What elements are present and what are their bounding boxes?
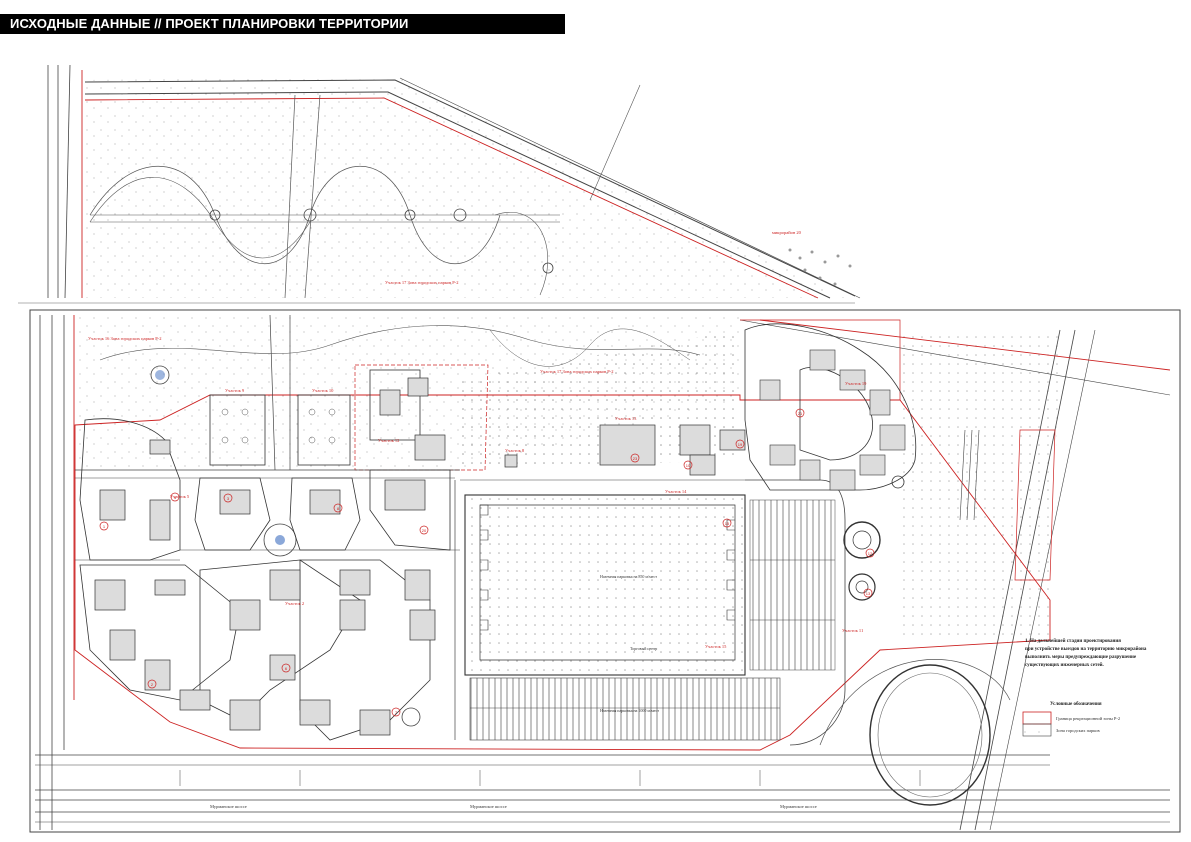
page-title: ИСХОДНЫЕ ДАННЫЕ // ПРОЕКТ ПЛАНИРОВКИ ТЕР… — [10, 16, 409, 31]
upper-district-label: микрорайон 20 — [772, 230, 802, 235]
zone-11-label: Участок 11 — [842, 628, 863, 633]
zone-9-label: Участок 9 — [225, 388, 245, 393]
bottom-parking — [469, 677, 781, 741]
legend-swatch-park — [1022, 723, 1052, 737]
legend-swatch-boundary — [1022, 711, 1052, 725]
num-12: 12 — [868, 551, 873, 556]
legend: Условные обозначения Граница рекреационн… — [1022, 702, 1120, 737]
num-15: 15 — [725, 521, 730, 526]
zone-16-label: Участок 16 Зона городских парков Р-2 — [88, 336, 162, 341]
num-6: 6 — [285, 666, 288, 671]
road-label-1: Мурманское шоссе — [210, 804, 247, 809]
num-21: 21 — [798, 411, 803, 416]
mall-label: Торговый центр — [630, 646, 657, 651]
legend-item-park: Зона городских парков — [1056, 728, 1100, 733]
zone-5-label: Участок 5 — [170, 494, 190, 499]
num-13: 13 — [866, 591, 871, 596]
num-8: 8 — [337, 506, 340, 511]
bottom-parking-label: Наземная парковка на 1000 м/мест — [600, 708, 659, 713]
num-3: 3 — [227, 496, 230, 501]
mall-block — [464, 494, 746, 676]
legend-item-boundary: Граница рекреационной зоны Р-2 — [1056, 716, 1120, 721]
zone-2-label: Участок 2 — [285, 601, 304, 606]
zone-19-label: Участок 19 — [845, 381, 867, 386]
num-20: 20 — [422, 528, 427, 533]
zone-10-label: Участок 10 — [312, 388, 334, 393]
zone-13-label: Участок 13 — [615, 416, 637, 421]
num-23: 23 — [633, 456, 638, 461]
note-line-2: при устройстве выездов на территорию мик… — [1025, 647, 1147, 652]
upper-sheet: микрорайон 20 Участок 17 Зона городских … — [47, 64, 861, 299]
num-10: 10 — [686, 463, 691, 468]
title-bar: ИСХОДНЫЕ ДАННЫЕ // ПРОЕКТ ПЛАНИРОВКИ ТЕР… — [0, 14, 565, 34]
mall-parking-label: Наземная парковка на 850 м/мест — [600, 574, 657, 579]
zone-15-label: Участок 15 — [705, 644, 727, 649]
note-line-4: существующих инженерных сетей. — [1025, 663, 1105, 668]
upper-zone-label: Участок 17 Зона городских парков Р-2 — [385, 280, 459, 285]
num-1: 1 — [103, 524, 106, 529]
zone-14-label: Участок 14 — [665, 489, 687, 494]
zone-17-label: Участок 17 Зона городских парков Р-2 — [540, 369, 614, 374]
num-4: 4 — [174, 495, 177, 500]
num-7: 7 — [395, 710, 398, 715]
road-label-3: Мурманское шоссе — [780, 804, 817, 809]
note-line-3: выполнить меры предупреждающие разрушени… — [1025, 655, 1137, 660]
num-2: 2 — [151, 682, 154, 687]
zone-8-label: Участок 8 — [505, 448, 525, 453]
zone-12-label: Участок 12 — [378, 438, 399, 443]
lower-sheet: Мурманское шоссе Мурманское шоссе Мурман… — [35, 314, 1171, 831]
num-19: 19 — [738, 442, 743, 447]
design-note: 1. На дальнейшей стадии проектирования п… — [1025, 639, 1147, 668]
note-line-1: 1. На дальнейшей стадии проектирования — [1025, 639, 1121, 644]
lower-sheet-frame — [29, 309, 1181, 833]
road-label-2: Мурманское шоссе — [470, 804, 507, 809]
legend-title: Условные обозначения — [1050, 702, 1102, 707]
